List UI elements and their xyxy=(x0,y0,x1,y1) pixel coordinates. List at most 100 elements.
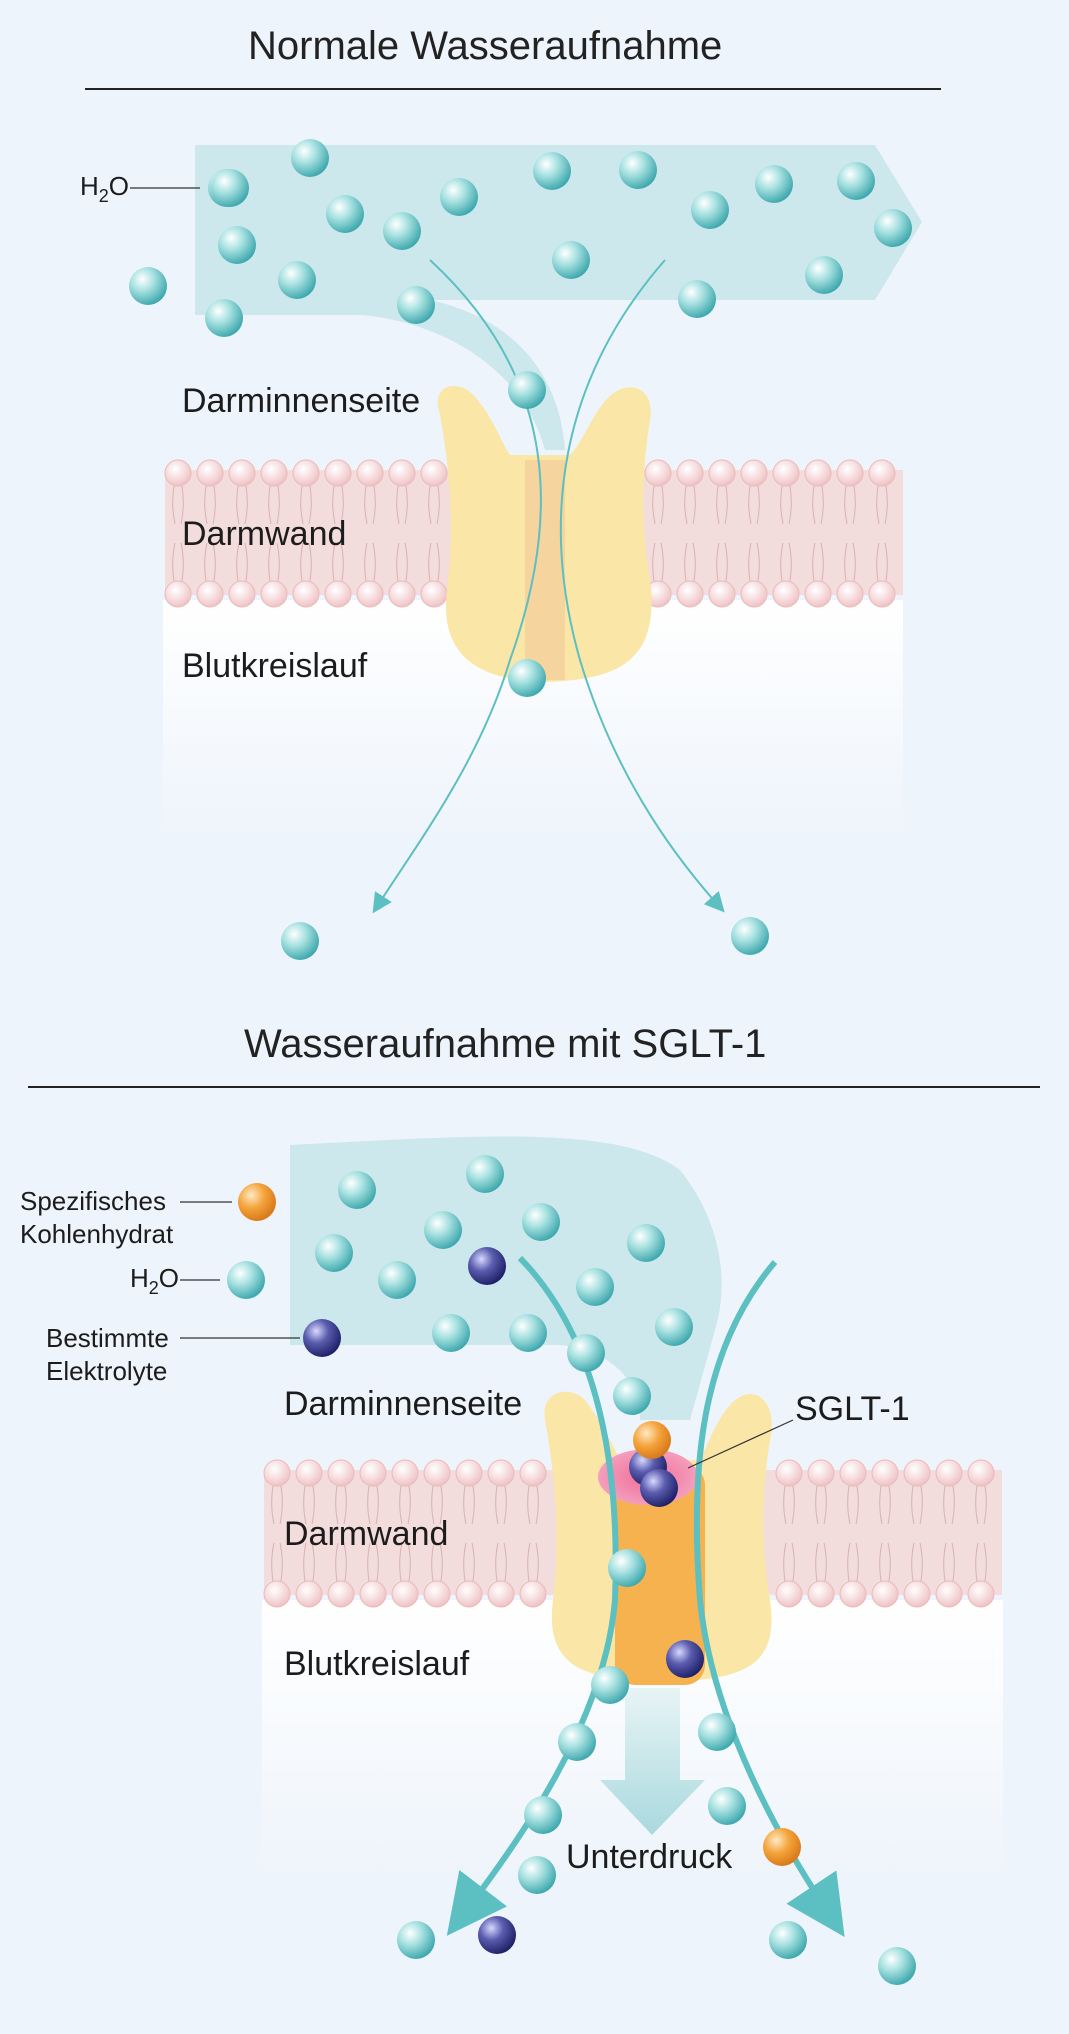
water-molecule xyxy=(383,212,421,250)
lipid-tail xyxy=(399,1542,411,1582)
pressure-arrow xyxy=(600,1688,705,1835)
water-molecule xyxy=(837,162,875,200)
label-transporter: SGLT-1 xyxy=(795,1390,910,1428)
lipid-tail xyxy=(303,1485,315,1525)
lipid-head xyxy=(388,580,416,608)
electrolyte-molecule xyxy=(468,1247,506,1285)
water-molecule xyxy=(522,1203,560,1241)
lipid-head xyxy=(420,580,448,608)
lipid-head xyxy=(228,459,256,487)
lipid-head xyxy=(196,580,224,608)
lipid-head xyxy=(487,1459,515,1487)
water-molecule xyxy=(338,1171,376,1209)
lipid-head xyxy=(327,1459,355,1487)
lipid-head xyxy=(836,580,864,608)
lipid-head xyxy=(295,1459,323,1487)
lipid-head xyxy=(935,1580,963,1608)
lipid-head xyxy=(807,1459,835,1487)
water-molecule xyxy=(397,286,435,324)
lipid-head xyxy=(871,1459,899,1487)
label-lumen-bottom: Darminnenseite xyxy=(284,1385,523,1423)
legend-o: O xyxy=(108,171,130,201)
lipid-tail xyxy=(716,485,728,525)
label-pressure: Unterdruck xyxy=(566,1838,733,1876)
lipid-head xyxy=(775,1459,803,1487)
lipid-tail xyxy=(367,1542,379,1582)
legend-carb-line2: Kohlenhydrat xyxy=(20,1219,174,1249)
water-molecule xyxy=(613,1377,651,1415)
lipid-head xyxy=(455,1580,483,1608)
lipid-head xyxy=(359,1459,387,1487)
lipid-head xyxy=(839,1580,867,1608)
lipid-tail xyxy=(332,542,344,582)
legend-sub: 2 xyxy=(98,186,109,206)
lipid-head xyxy=(327,1580,355,1608)
lipid-head xyxy=(263,1459,291,1487)
lipid-tail xyxy=(204,542,216,582)
lipid-tail xyxy=(652,485,664,525)
lipid-tail xyxy=(847,1542,859,1582)
membrane xyxy=(263,1459,1002,1608)
legend-electrolyte: Bestimmte Elektrolyte xyxy=(46,1322,169,1388)
water-molecule xyxy=(129,267,167,305)
lipid-tail xyxy=(844,485,856,525)
water-molecule xyxy=(211,169,249,207)
lipid-head xyxy=(263,1580,291,1608)
water-molecule xyxy=(755,165,793,203)
lipid-head xyxy=(676,459,704,487)
lipid-head xyxy=(260,580,288,608)
lipid-head xyxy=(292,580,320,608)
lipid-head xyxy=(644,459,672,487)
lipid-tail xyxy=(780,542,792,582)
lipid-head xyxy=(324,459,352,487)
lipid-head xyxy=(772,459,800,487)
legend-water-top: H2O xyxy=(80,170,129,206)
electrolyte-molecule xyxy=(640,1469,678,1507)
lipid-tail xyxy=(463,1542,475,1582)
water-molecule xyxy=(878,1947,916,1985)
water-molecule xyxy=(509,1314,547,1352)
lipid-tail xyxy=(399,1485,411,1525)
lipid-tail xyxy=(684,485,696,525)
lipid-head xyxy=(903,1580,931,1608)
lipid-head xyxy=(391,1459,419,1487)
label-lumen-top: Darminnenseite xyxy=(182,382,421,420)
lipid-tail xyxy=(268,485,280,525)
lipid-head xyxy=(868,580,896,608)
water-molecule xyxy=(378,1261,416,1299)
electrolyte-molecule xyxy=(666,1640,704,1678)
water-molecules-top xyxy=(129,139,912,960)
lipid-tail xyxy=(172,542,184,582)
lipid-tail xyxy=(527,1542,539,1582)
label-wall-top: Darmwand xyxy=(182,515,347,553)
carbohydrate-molecule xyxy=(763,1828,801,1866)
water-molecule xyxy=(678,280,716,318)
lipid-head xyxy=(868,459,896,487)
water-molecule xyxy=(326,195,364,233)
lipid-tail xyxy=(815,1485,827,1525)
lipid-head xyxy=(967,1580,995,1608)
lipid-head xyxy=(359,1580,387,1608)
lipid-head xyxy=(388,459,416,487)
lipid-head xyxy=(164,459,192,487)
lipid-tail xyxy=(975,1485,987,1525)
water-molecule xyxy=(440,178,478,216)
water-molecule xyxy=(278,261,316,299)
panel-sglt1-uptake xyxy=(180,1136,1003,1985)
water-molecule xyxy=(552,241,590,279)
lipid-head xyxy=(356,580,384,608)
lipid-tail xyxy=(271,1542,283,1582)
lipid-tail xyxy=(815,1542,827,1582)
flow-line-right xyxy=(693,1260,845,1937)
water-molecule xyxy=(397,1921,435,1959)
lipid-head xyxy=(740,580,768,608)
water-molecule xyxy=(731,917,769,955)
lipid-tail xyxy=(495,1485,507,1525)
lipid-head xyxy=(935,1459,963,1487)
lipid-tail xyxy=(271,1485,283,1525)
lipid-head xyxy=(839,1459,867,1487)
lipid-head xyxy=(836,459,864,487)
carbohydrate-molecule xyxy=(633,1421,671,1459)
water-molecule xyxy=(466,1155,504,1193)
lipid-head xyxy=(324,580,352,608)
